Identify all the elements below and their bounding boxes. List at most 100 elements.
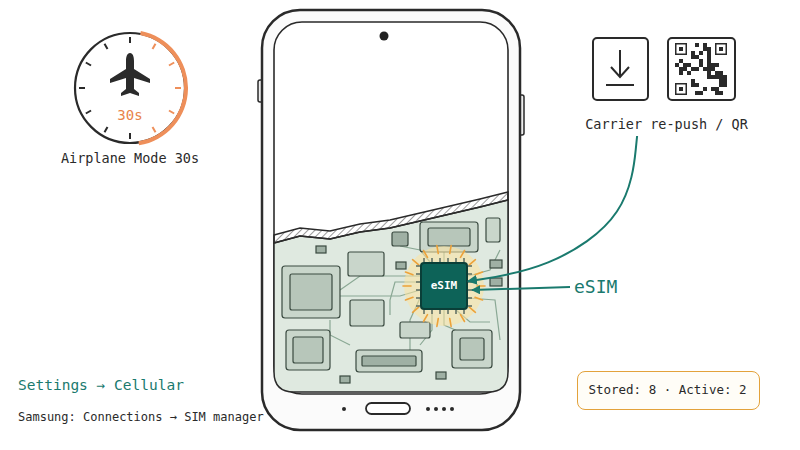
qr-module xyxy=(683,63,687,67)
qr-code-icon xyxy=(668,38,735,100)
phone-screen xyxy=(274,22,508,394)
clock-tick xyxy=(79,87,85,89)
chip-pin xyxy=(468,265,472,267)
glow-ray xyxy=(461,250,465,257)
board-component xyxy=(392,232,408,246)
qr-module xyxy=(679,59,683,63)
microphone-hole xyxy=(342,407,346,411)
chip-pin xyxy=(468,297,472,299)
glow-ray xyxy=(477,285,485,287)
chip-pin xyxy=(431,310,433,314)
qr-module xyxy=(707,59,711,63)
qr-finder xyxy=(719,47,723,51)
countdown-arc xyxy=(138,31,188,145)
qr-module xyxy=(691,67,695,71)
qr-module xyxy=(695,83,699,87)
chip-glow xyxy=(404,246,484,326)
glow-ray xyxy=(405,272,413,275)
qr-module xyxy=(695,43,699,47)
board-capacitor xyxy=(436,372,446,379)
qr-module xyxy=(719,91,723,95)
chip-pin xyxy=(447,310,449,314)
qr-module xyxy=(711,87,715,91)
board-component xyxy=(350,300,384,326)
settings-path: Settings → Cellular xyxy=(18,377,278,394)
profile-count-box: Stored: 8 · Active: 2 xyxy=(577,371,760,410)
glow-ray xyxy=(424,250,428,257)
speaker-hole xyxy=(426,407,430,411)
phone-body xyxy=(262,10,520,430)
speaker-hole xyxy=(434,407,438,411)
chip-pin xyxy=(463,310,465,314)
qr-module xyxy=(715,71,719,75)
clock-tick xyxy=(169,63,174,66)
qr-module xyxy=(683,67,687,71)
chip-pin xyxy=(468,305,472,307)
board-component xyxy=(428,228,470,246)
qr-module xyxy=(703,47,707,51)
clock-tick xyxy=(105,44,108,49)
qr-finder xyxy=(676,84,687,95)
qr-module xyxy=(699,59,703,63)
glow-ray xyxy=(469,307,475,312)
qr-module xyxy=(707,55,711,59)
qr-finder xyxy=(679,47,683,51)
qr-module xyxy=(703,43,707,47)
timer-value: 30s xyxy=(72,107,188,124)
qr-module xyxy=(723,75,727,79)
qr-module xyxy=(679,71,683,75)
glow-ray xyxy=(405,297,413,300)
board-component xyxy=(293,337,323,363)
qr-finder xyxy=(679,87,683,91)
qr-module xyxy=(719,79,723,83)
qr-module xyxy=(715,75,719,79)
board-component xyxy=(282,266,340,318)
node-caption: Airplane Mode 30s xyxy=(30,150,230,166)
qr-module xyxy=(707,71,711,75)
clock-tick xyxy=(153,127,156,132)
callout-label: eSIM xyxy=(574,276,654,298)
speaker-hole xyxy=(442,407,446,411)
chip-pin xyxy=(439,310,441,314)
settings-path: Samsung: Connections → SIM manager xyxy=(18,410,318,424)
qr-module xyxy=(707,75,711,79)
qr-module xyxy=(691,51,695,55)
clock-tick xyxy=(153,44,156,49)
qr-module xyxy=(711,63,715,67)
profile-count: Stored: 8 · Active: 2 xyxy=(578,382,757,397)
qr-module xyxy=(687,63,691,67)
board-component xyxy=(286,330,330,370)
clock-tick xyxy=(86,111,91,114)
speaker-hole xyxy=(450,407,454,411)
qr-module xyxy=(711,67,715,71)
front-camera xyxy=(380,32,389,41)
board-component xyxy=(290,274,332,310)
chip-label: eSIM xyxy=(422,279,466,292)
qr-module xyxy=(711,75,715,79)
qr-module xyxy=(715,91,719,95)
board-component xyxy=(452,330,492,368)
chip-pin xyxy=(468,273,472,275)
qr-finder xyxy=(676,44,687,55)
node-caption: Carrier re-push / QR xyxy=(579,116,754,132)
qr-module xyxy=(723,79,727,83)
clock-tick xyxy=(86,63,91,66)
board-component xyxy=(486,218,500,242)
glow-ray xyxy=(437,246,438,254)
qr-module xyxy=(707,63,711,67)
qr-module xyxy=(707,51,711,55)
qr-module xyxy=(719,71,723,75)
airplane-icon xyxy=(110,53,150,96)
qr-module xyxy=(687,71,691,75)
glow-ray xyxy=(437,318,438,326)
board-component xyxy=(348,252,384,276)
download-tray xyxy=(606,84,634,86)
clock-tick xyxy=(175,87,181,89)
board-component xyxy=(400,322,430,338)
board-capacitor xyxy=(396,262,406,269)
board-trace xyxy=(330,320,350,345)
qr-module xyxy=(699,91,703,95)
download-icon xyxy=(593,38,648,100)
esim-chip: eSIM xyxy=(420,262,468,310)
